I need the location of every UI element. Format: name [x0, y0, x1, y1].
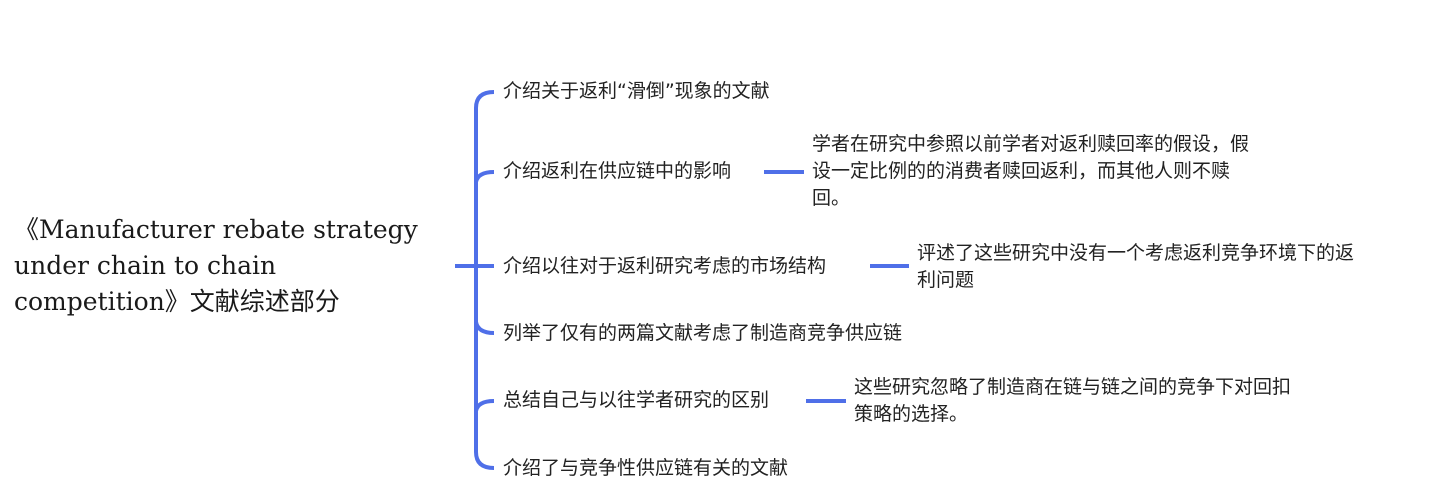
- branch-node-two-papers[interactable]: 列举了仅有的两篇文献考虑了制造商竞争供应链: [503, 322, 903, 344]
- root-topic[interactable]: 《Manufacturer rebate strategy under chai…: [14, 215, 418, 316]
- branch-node-market-structure[interactable]: 介绍以往对于返利研究考虑的市场结构: [503, 255, 827, 277]
- branch-node-rebate-impact[interactable]: 介绍返利在供应链中的影响: [503, 160, 732, 182]
- branch-node-slippage-literature[interactable]: 介绍关于返利“滑倒”现象的文献: [503, 80, 770, 102]
- branch-node-differences[interactable]: 总结自己与以往学者研究的区别: [503, 389, 770, 411]
- detail-node-chain-competition[interactable]: 这些研究忽略了制造商在链与链之间的竞争下对回扣策略的选择。: [854, 376, 1292, 425]
- bracket-line: [474, 90, 495, 470]
- detail-node-no-competition[interactable]: 评述了这些研究中没有一个考虑返利竞争环境下的返利问题: [917, 242, 1355, 291]
- detail-node-redemption-assumption[interactable]: 学者在研究中参照以前学者对返利赎回率的假设，假设一定比例的的消费者赎回返利，而其…: [812, 133, 1250, 209]
- branch-node-competitive-supply-chain[interactable]: 介绍了与竞争性供应链有关的文献: [503, 457, 789, 479]
